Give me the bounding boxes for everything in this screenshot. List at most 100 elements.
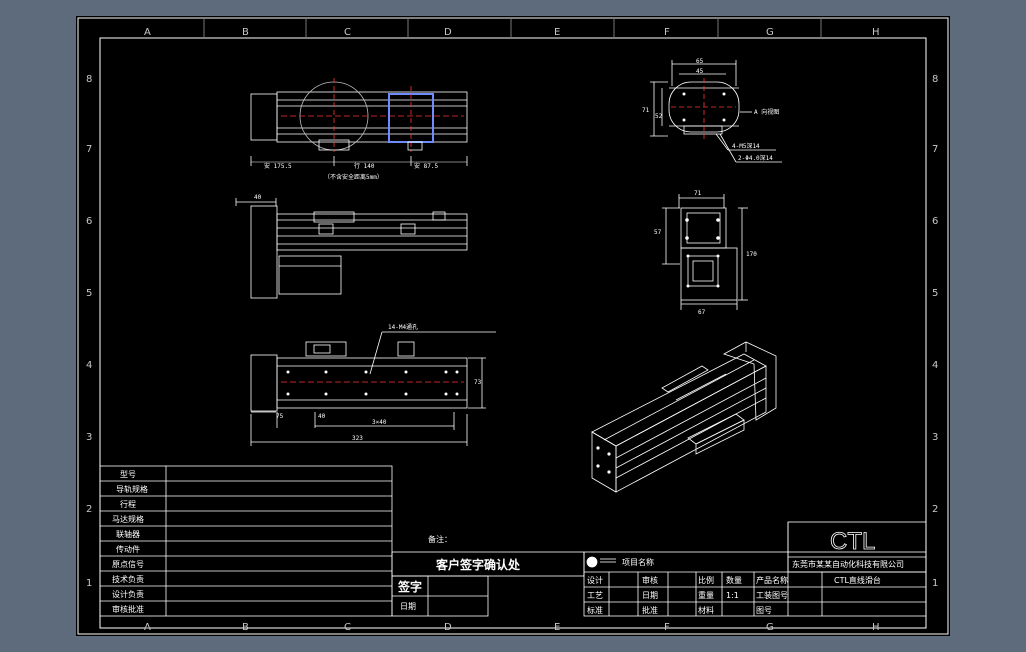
top-view — [250, 78, 468, 166]
front-view-dim-b: 40 — [318, 413, 326, 420]
front-view-dim-total: 323 — [352, 435, 363, 442]
date-label: 日期 — [400, 602, 416, 611]
end-view-note1: 4-M5深14 — [732, 142, 760, 150]
outer-border — [77, 17, 949, 635]
side-view-dim-top: 40 — [254, 194, 262, 201]
company-name: 东莞市某某自动化科技有限公司 — [792, 559, 904, 569]
spec-row-motor: 马达规格 — [112, 514, 144, 524]
grid-row-7-right: 7 — [932, 144, 938, 155]
drawing-sheet: A B C D E F G H A B C D E F G H 8 7 6 5 … — [76, 16, 950, 636]
drawing-no-label: 图号 — [756, 606, 772, 615]
grid-col-f-bottom: F — [664, 622, 670, 633]
grid-row-3-right: 3 — [932, 432, 938, 443]
grid-col-h: H — [872, 27, 880, 38]
motor-view-dim-right: 170 — [746, 251, 757, 258]
spec-row-stroke: 行程 — [120, 499, 136, 509]
check-label: 审核 — [642, 575, 658, 585]
motor-view-dim-top: 71 — [694, 190, 702, 197]
qty-label: 数量 — [726, 575, 742, 585]
isometric-holes — [596, 446, 611, 474]
spec-row-origin: 原点信号 — [112, 559, 144, 569]
grid-row-3: 3 — [86, 432, 92, 443]
grid-col-e: E — [554, 27, 560, 38]
grid-col-c-bottom: C — [344, 622, 351, 633]
grid-col-g-bottom: G — [766, 622, 774, 633]
grid-row-6-right: 6 — [932, 216, 938, 227]
grid-row-7: 7 — [86, 144, 92, 155]
grid-columns-bottom: A B C D E F G H — [144, 622, 880, 633]
grid-col-d: D — [444, 27, 452, 38]
material-label: 材料 — [698, 605, 714, 615]
grid-row-4: 4 — [86, 360, 92, 371]
sign-label: 签字 — [397, 579, 422, 594]
motor-view-dim-left: 57 — [654, 229, 662, 236]
grid-col-a: A — [144, 27, 151, 38]
standard-label: 标准 — [587, 605, 603, 615]
end-view-dim-65: 65 — [696, 58, 704, 65]
front-view-dim-c: 3×40 — [372, 419, 387, 426]
drawing-no: 工装图号 — [756, 590, 788, 600]
scale-label: 比例 — [698, 575, 714, 585]
grid-row-2: 2 — [86, 504, 92, 515]
grid-col-g: G — [766, 27, 774, 38]
end-view-dim-45: 45 — [696, 68, 704, 75]
weight-label: 重量 — [698, 590, 714, 600]
end-view-arrow-label: A 向视图 — [754, 108, 779, 116]
front-view-dim-right: 73 — [474, 379, 482, 386]
front-view-holes — [286, 370, 459, 396]
grid-col-b: B — [242, 27, 249, 38]
end-view-note2: 2-Φ4.0深14 — [738, 154, 773, 162]
cad-drawing-canvas: A B C D E F G H A B C D E F G H 8 7 6 5 … — [77, 17, 949, 635]
logo-text: CTL — [830, 528, 875, 555]
scale-value: 1:1 — [726, 591, 739, 600]
grid-col-a-bottom: A — [144, 622, 151, 633]
spec-row-coupling: 联轴器 — [116, 529, 140, 539]
grid-row-2-right: 2 — [932, 504, 938, 515]
product-name: CTL直线滑台 — [834, 575, 881, 585]
process-label: 工艺 — [587, 591, 603, 600]
end-view — [650, 60, 782, 163]
grid-col-e-bottom: E — [554, 622, 560, 633]
grid-col-d-bottom: D — [444, 622, 452, 633]
grid-rows: 8 7 6 5 4 3 2 1 8 7 6 5 4 3 2 1 — [86, 74, 938, 589]
grid-row-5: 5 — [86, 288, 92, 299]
end-view-holes — [682, 92, 726, 122]
spec-table — [99, 465, 393, 617]
motor-view-dim-bottom: 67 — [698, 309, 706, 316]
front-view — [250, 331, 496, 446]
confirm-title: 客户签字确认处 — [435, 557, 521, 572]
spec-row-rail: 导轨规格 — [116, 484, 148, 494]
grid-col-f: F — [664, 27, 670, 38]
top-view-dim-right: 安 87.5 — [414, 162, 438, 170]
top-view-note: （不含安全距离5mm） — [324, 173, 383, 181]
grid-col-b-bottom: B — [242, 622, 249, 633]
spec-row-transmission: 传动件 — [116, 544, 140, 554]
approve-label: 批准 — [642, 605, 658, 615]
isometric-view — [591, 341, 777, 493]
front-view-leader-label: 14-M4通孔 — [388, 323, 418, 331]
top-view-dim-left: 安 175.5 — [264, 162, 292, 170]
grid-row-8: 8 — [86, 74, 92, 85]
grid-row-6: 6 — [86, 216, 92, 227]
grid-row-1-right: 1 — [932, 578, 938, 589]
grid-row-5-right: 5 — [932, 288, 938, 299]
note-label: 备注： — [428, 534, 452, 544]
grid-col-h-bottom: H — [872, 622, 880, 633]
design-label: 设计 — [587, 575, 603, 585]
grid-row-8-right: 8 — [932, 74, 938, 85]
project-name: 项目名称 — [622, 557, 654, 567]
motor-view — [662, 194, 748, 310]
product-name-label: 产品名称 — [756, 575, 788, 585]
grid-col-c: C — [344, 27, 351, 38]
spec-row-approve: 审核批准 — [112, 604, 144, 614]
spec-row-design: 设计负责 — [112, 589, 144, 599]
grid-columns-top: A B C D E F G H — [144, 18, 880, 38]
side-view — [235, 198, 468, 299]
inner-border — [99, 37, 927, 629]
grid-row-1: 1 — [86, 578, 92, 589]
front-view-dim-a: 75 — [276, 413, 284, 420]
spec-row-model: 型号 — [120, 470, 136, 479]
top-view-dim-mid: 行 140 — [354, 162, 375, 170]
title-block — [583, 521, 927, 617]
end-view-dim-left1: 71 — [642, 107, 650, 114]
